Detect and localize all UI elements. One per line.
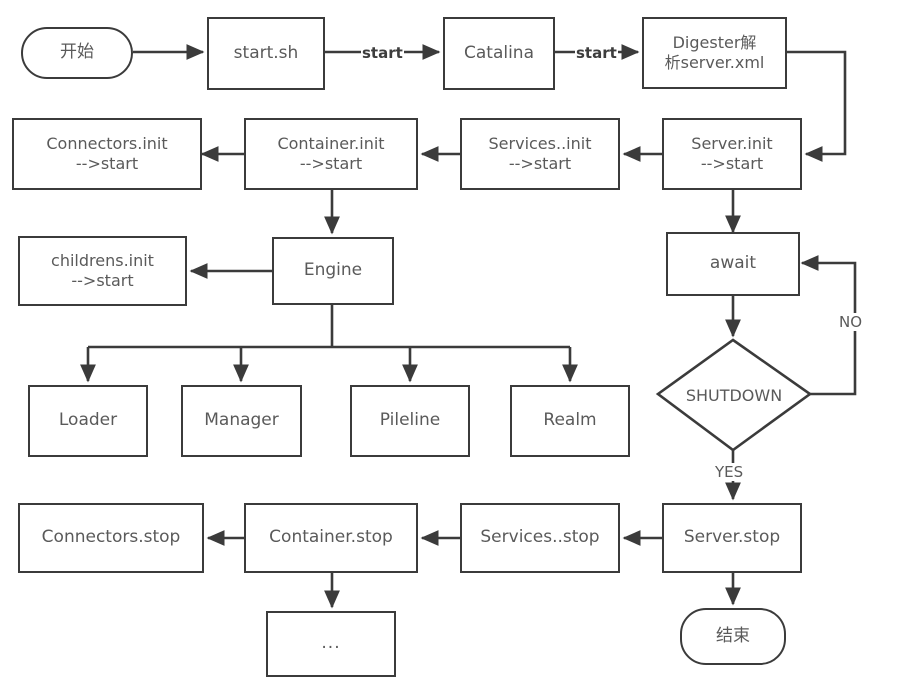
node-catalina[interactable]: Catalina: [443, 17, 555, 90]
node-ellipsis-label: ...: [321, 633, 341, 654]
edge-digester-to-serverinit: [787, 50, 847, 163]
node-start-label: 开始: [60, 42, 94, 63]
node-digester[interactable]: Digester解 析server.xml: [642, 17, 787, 89]
node-loader[interactable]: Loader: [28, 385, 148, 457]
node-childrens-init[interactable]: childrens.init -->start: [18, 236, 187, 306]
node-realm[interactable]: Realm: [510, 385, 630, 457]
edge-label-start-2: start: [575, 44, 618, 62]
node-services-init-label: Services..init -->start: [488, 133, 592, 173]
node-connectors-init[interactable]: Connectors.init -->start: [12, 118, 202, 190]
node-services-stop-label: Services..stop: [480, 527, 600, 548]
node-end[interactable]: 结束: [680, 608, 786, 665]
node-pileline-label: Pileline: [379, 410, 441, 431]
node-connectors-init-label: Connectors.init -->start: [46, 133, 168, 173]
edge-label-yes: YES: [714, 463, 745, 481]
shutdown-diamond-shape: [655, 338, 813, 452]
node-server-stop-label: Server.stop: [683, 527, 781, 548]
node-engine[interactable]: Engine: [272, 237, 394, 305]
node-container-init[interactable]: Container.init -->start: [244, 118, 418, 190]
node-server-init-label: Server.init -->start: [691, 133, 773, 173]
node-pileline[interactable]: Pileline: [350, 385, 470, 457]
node-connectors-stop-label: Connectors.stop: [41, 527, 181, 548]
node-start[interactable]: 开始: [21, 27, 133, 79]
node-server-init[interactable]: Server.init -->start: [662, 118, 802, 190]
node-services-init[interactable]: Services..init -->start: [460, 118, 620, 190]
node-realm-label: Realm: [543, 410, 597, 431]
node-await[interactable]: await: [666, 232, 800, 296]
node-childrens-init-label: childrens.init -->start: [51, 250, 154, 290]
node-digester-label: Digester解 析server.xml: [664, 32, 765, 72]
node-end-label: 结束: [716, 625, 750, 646]
node-start-sh[interactable]: start.sh: [207, 17, 325, 90]
node-loader-label: Loader: [58, 410, 118, 431]
edge-label-start-1: start: [361, 44, 404, 62]
node-await-label: await: [709, 253, 757, 274]
node-manager[interactable]: Manager: [181, 385, 302, 457]
node-manager-label: Manager: [204, 410, 279, 431]
node-container-stop-label: Container.stop: [269, 527, 393, 548]
node-server-stop[interactable]: Server.stop: [662, 503, 802, 573]
node-start-sh-label: start.sh: [233, 42, 299, 63]
node-container-init-label: Container.init -->start: [277, 133, 385, 173]
node-connectors-stop[interactable]: Connectors.stop: [18, 503, 204, 573]
node-catalina-label: Catalina: [463, 42, 534, 63]
node-shutdown-label: SHUTDOWN: [685, 385, 783, 405]
node-services-stop[interactable]: Services..stop: [460, 503, 620, 573]
node-engine-label: Engine: [303, 260, 363, 281]
node-container-stop[interactable]: Container.stop: [244, 503, 418, 573]
edge-label-no: NO: [838, 313, 864, 331]
node-shutdown[interactable]: SHUTDOWN: [658, 340, 810, 450]
node-ellipsis[interactable]: ...: [266, 611, 396, 677]
